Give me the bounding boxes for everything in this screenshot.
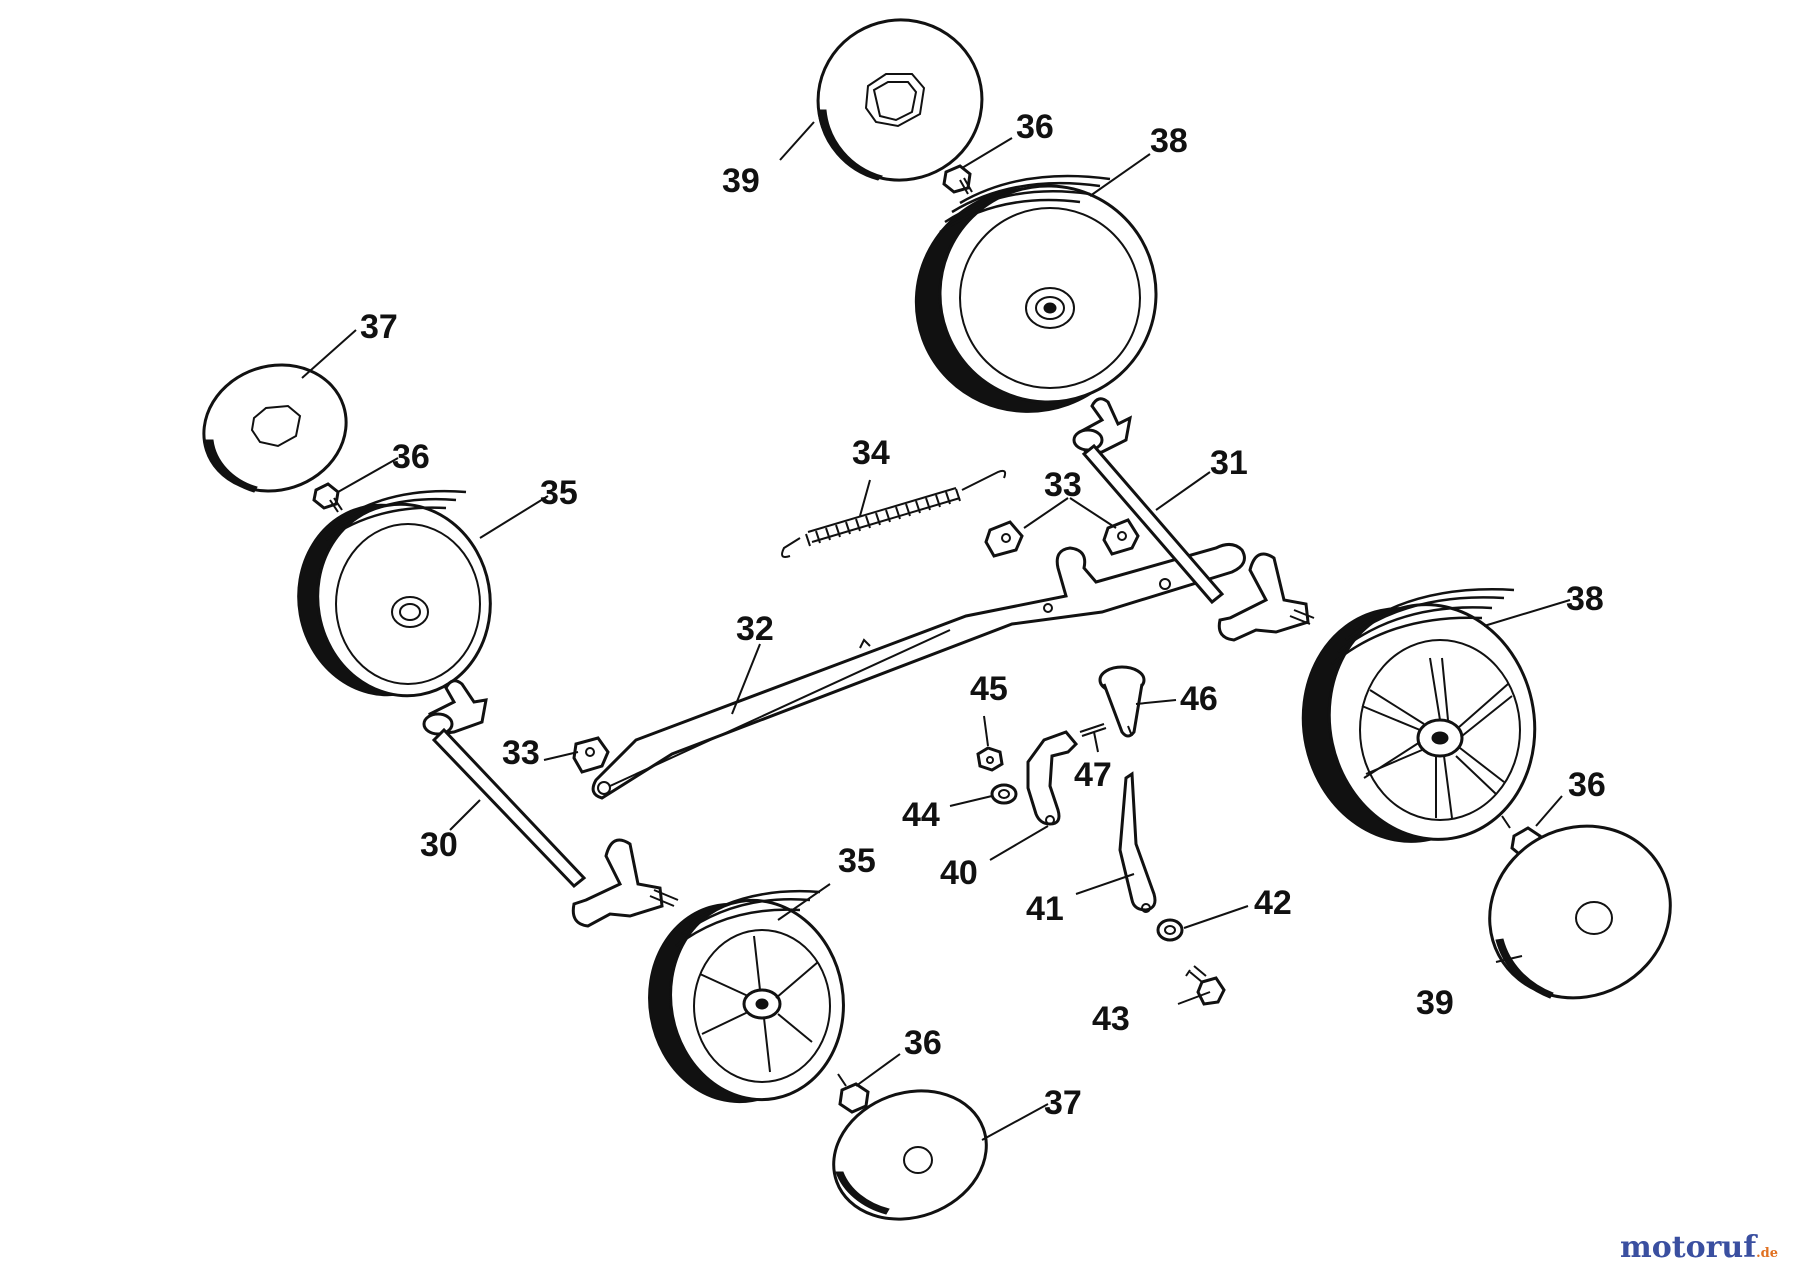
- screw-36-left[interactable]: [312, 482, 343, 513]
- label-34: 34: [852, 434, 890, 472]
- clip-33-center-left[interactable]: [984, 520, 1024, 558]
- label-35-bottom: 35: [838, 842, 876, 880]
- label-45: 45: [970, 670, 1008, 708]
- label-32: 32: [736, 610, 774, 648]
- label-47: 47: [1074, 756, 1112, 794]
- label-44: 44: [902, 796, 940, 834]
- label-42: 42: [1254, 884, 1292, 922]
- label-31: 31: [1210, 444, 1248, 482]
- label-33-center: 33: [1044, 466, 1082, 504]
- label-39-top: 39: [722, 162, 760, 200]
- label-37-left: 37: [360, 308, 398, 346]
- label-43: 43: [1092, 1000, 1130, 1038]
- label-38-top: 38: [1150, 122, 1188, 160]
- clip-33-center-right[interactable]: [1102, 518, 1140, 556]
- watermark-brand: motoruf: [1619, 1230, 1757, 1265]
- label-38-right: 38: [1566, 580, 1604, 618]
- screw-36-bottom[interactable]: [837, 1073, 870, 1114]
- lever-bar-32[interactable]: [591, 543, 1246, 800]
- screw-36-top[interactable]: [942, 164, 973, 195]
- knob-46[interactable]: [1098, 665, 1146, 738]
- part-number-labels: 39 36 38 37 36 35 34 33 31 32 38 45 46 3…: [360, 108, 1606, 1122]
- wheel-35-left[interactable]: [283, 489, 506, 710]
- wheel-38-top[interactable]: [884, 155, 1187, 444]
- watermark-logo: motoruf.de: [1620, 1230, 1778, 1265]
- washer-44[interactable]: [990, 783, 1018, 805]
- clip-33-left[interactable]: [572, 736, 610, 774]
- nut-45[interactable]: [976, 746, 1004, 772]
- label-30: 30: [420, 826, 458, 864]
- bracket-40[interactable]: [1026, 730, 1079, 826]
- washer-42[interactable]: [1156, 918, 1184, 942]
- lever-41[interactable]: [1118, 771, 1157, 913]
- label-40: 40: [940, 854, 978, 892]
- watermark-domain: .de: [1756, 1246, 1778, 1261]
- wheel-35-bottom[interactable]: [633, 887, 859, 1117]
- label-36-bottom: 36: [904, 1024, 942, 1062]
- hubcap-39-top[interactable]: [805, 7, 994, 193]
- wheel-38-right[interactable]: [1281, 585, 1557, 861]
- label-41: 41: [1026, 890, 1064, 928]
- leader-lines: [301, 121, 1571, 1141]
- label-35-left: 35: [540, 474, 578, 512]
- spring-34[interactable]: [781, 469, 1007, 558]
- bolt-43[interactable]: [1185, 965, 1226, 1006]
- label-33-left: 33: [502, 734, 540, 772]
- label-46: 46: [1180, 680, 1218, 718]
- axle-31-right[interactable]: [1072, 397, 1315, 642]
- label-36-left: 36: [392, 438, 430, 476]
- label-36-right: 36: [1568, 766, 1606, 804]
- label-36-top: 36: [1016, 108, 1054, 146]
- pin-47[interactable]: [1079, 723, 1107, 737]
- hubcap-37-left[interactable]: [187, 347, 362, 509]
- label-39-right: 39: [1416, 984, 1454, 1022]
- axle-30-left[interactable]: [422, 679, 679, 928]
- hubcap-39-right[interactable]: [1459, 795, 1700, 1030]
- label-37-bottom: 37: [1044, 1084, 1082, 1122]
- hubcap-37-bottom[interactable]: [815, 1070, 1004, 1240]
